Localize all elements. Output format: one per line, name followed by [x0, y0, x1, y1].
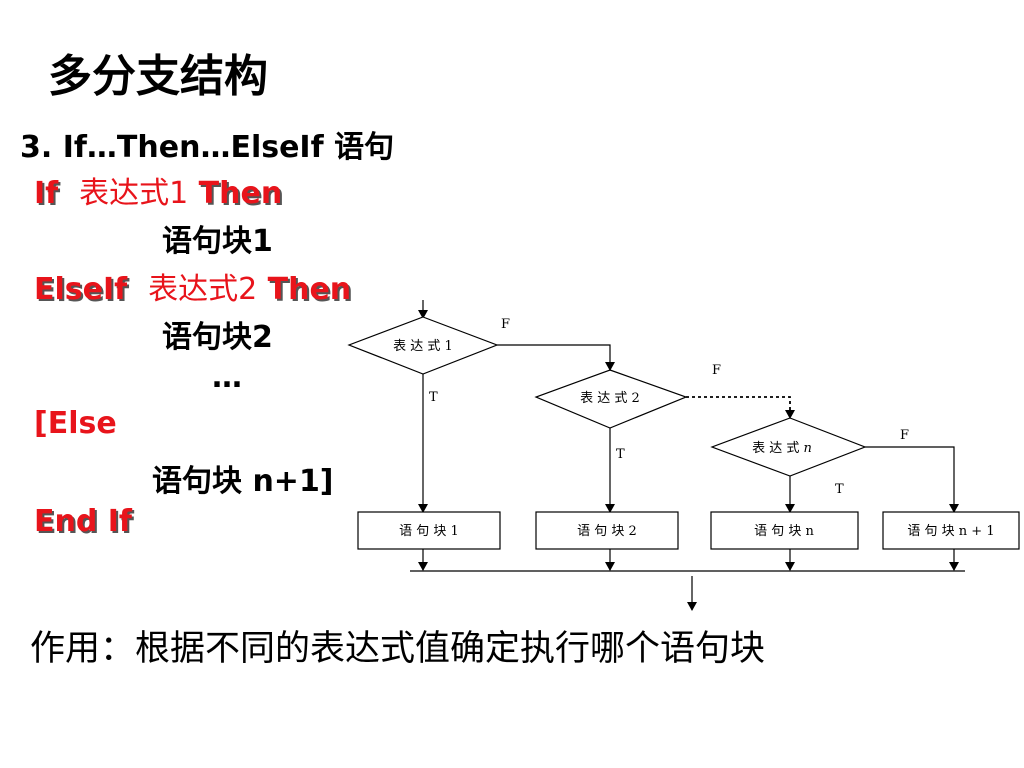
expression-1: 表达式1	[79, 176, 189, 211]
true-label-1: T	[429, 390, 438, 405]
keyword-else: [Else	[34, 406, 117, 441]
statement-block-n-label: 语 句 块 n	[754, 524, 814, 539]
keyword-if: If	[34, 176, 59, 211]
false-label-1: F	[501, 317, 510, 332]
slide-title: 多分支结构	[48, 51, 268, 102]
statement-block-2-label: 语 句 块 2	[577, 524, 637, 539]
slide-subtitle: 3. If…Then…ElseIf 语句	[20, 130, 395, 165]
statement-block-n1	[882, 511, 1020, 550]
decision-n-variable: n	[804, 441, 812, 456]
flowchart: 表 达 式 1 表 达 式 2 表 达 式 n T T T F F F 语 句 …	[347, 300, 1020, 611]
syntax-block-n1: 语句块 n+1]	[152, 464, 334, 499]
syntax-block-2: 语句块2	[162, 320, 273, 355]
keyword-then-2: Then	[267, 272, 352, 307]
false-label-2: F	[712, 363, 721, 378]
statement-block-2	[535, 511, 679, 550]
decision-n-label: 表 达 式 n	[752, 441, 812, 456]
keyword-end-if: End If	[34, 504, 132, 539]
syntax-line-elseif: ElseIf 表达式2 Then	[34, 264, 351, 308]
statement-block-1-label: 语 句 块 1	[399, 524, 459, 539]
true-label-2: T	[616, 447, 625, 462]
decision-2-label: 表 达 式 2	[580, 391, 640, 406]
statement-block-n	[710, 511, 859, 550]
statement-block-1	[357, 511, 501, 550]
summary-text: 作用：根据不同的表达式值确定执行哪个语句块	[30, 629, 766, 669]
expression-2: 表达式2	[148, 272, 258, 307]
syntax-line-if: If 表达式1 Then	[34, 168, 282, 212]
false-arrow-1	[497, 344, 615, 371]
statement-block-n1-label: 语 句 块 n + 1	[907, 524, 994, 539]
keyword-then: Then	[198, 176, 283, 211]
false-arrow-n	[865, 446, 959, 513]
decision-n-label-prefix: 表 达 式	[752, 441, 799, 456]
syntax-ellipsis: …	[212, 360, 242, 395]
keyword-elseif: ElseIf	[34, 272, 128, 307]
false-label-n: F	[900, 428, 909, 443]
syntax-block-1: 语句块1	[162, 224, 273, 259]
false-arrow-2	[686, 396, 795, 419]
true-label-n: T	[835, 482, 844, 497]
decision-1-label: 表 达 式 1	[393, 339, 453, 354]
